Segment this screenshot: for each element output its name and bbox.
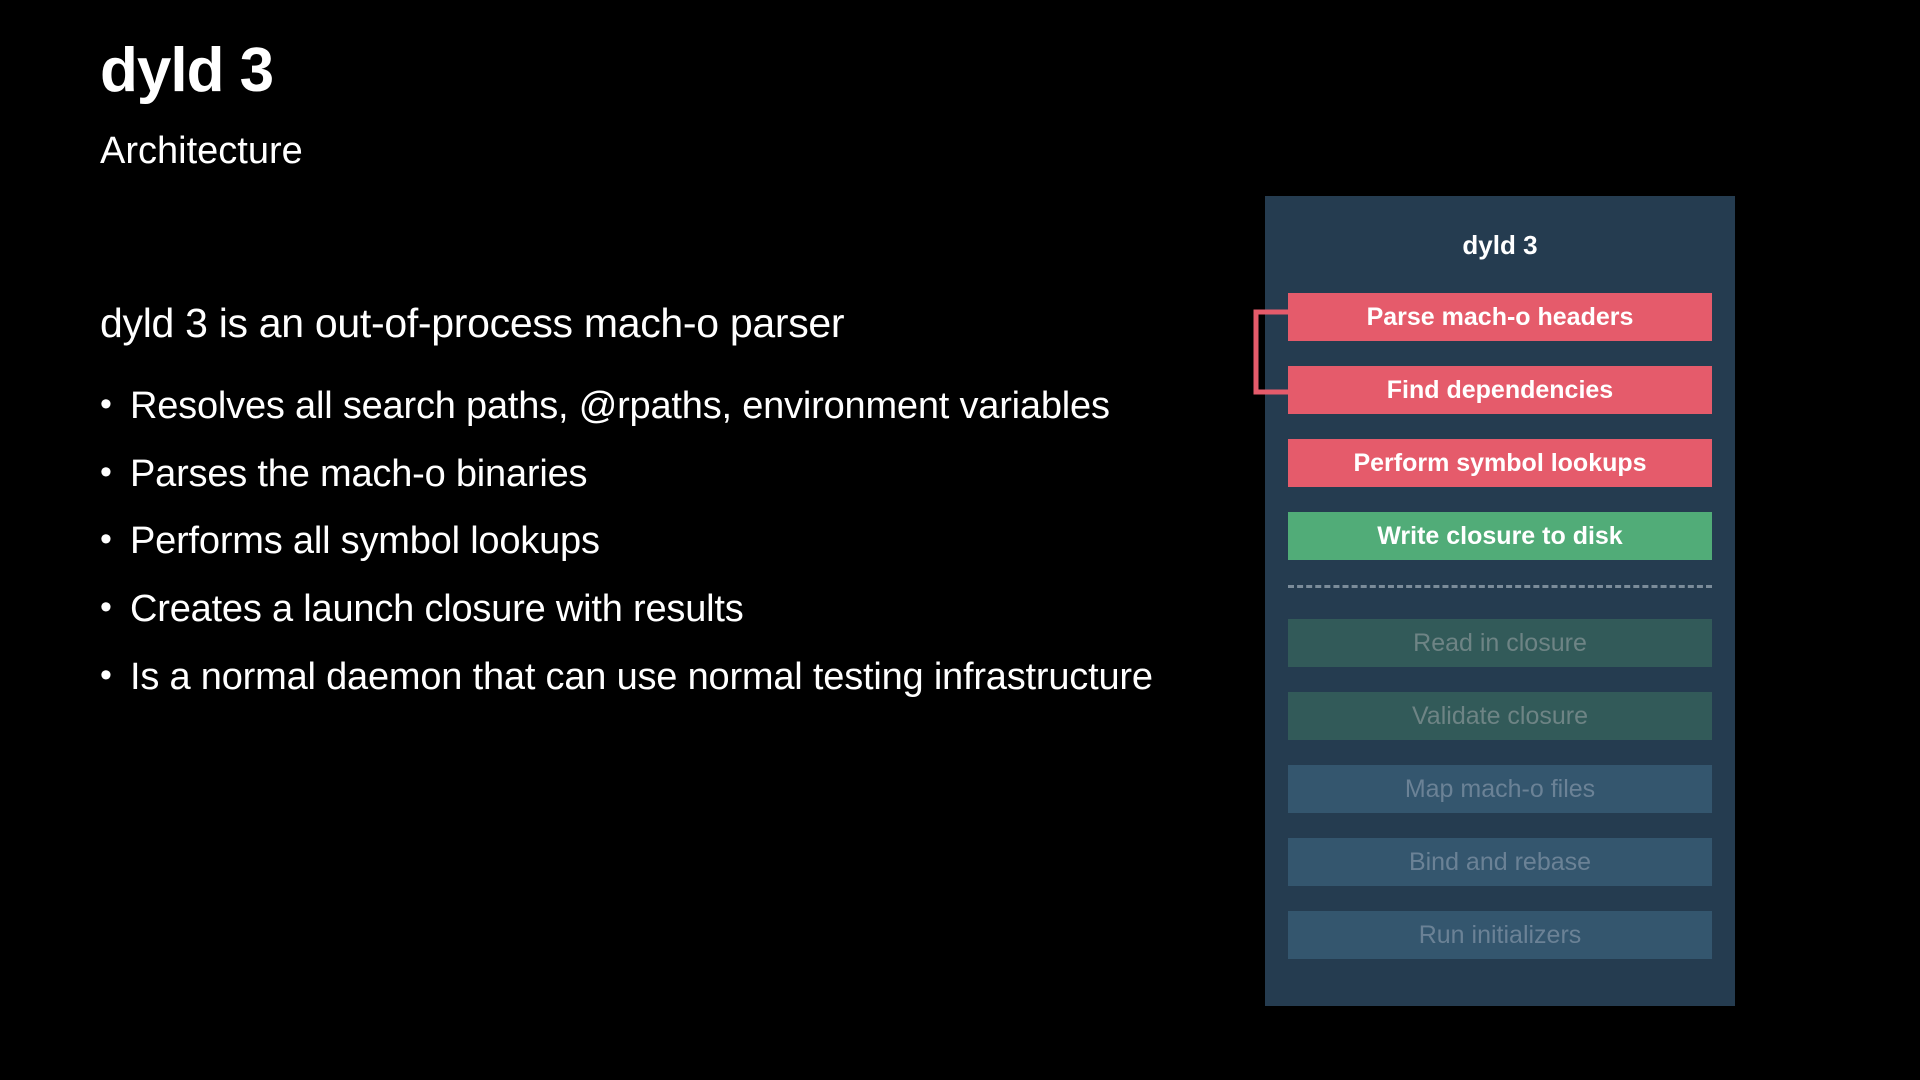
diagram-step-read-in-closure: Read in closure xyxy=(1288,619,1712,667)
list-item-label: Performs all symbol lookups xyxy=(130,520,600,563)
diagram-step-validate-closure: Validate closure xyxy=(1288,692,1712,740)
bullet-dot-icon: • xyxy=(100,520,112,559)
bullet-list: • Resolves all search paths, @rpaths, en… xyxy=(100,382,1190,720)
lead-paragraph: dyld 3 is an out-of-process mach-o parse… xyxy=(100,300,845,346)
list-item: • Resolves all search paths, @rpaths, en… xyxy=(100,382,1190,431)
diagram-step-list: Parse mach-o headers Find dependencies P… xyxy=(1288,293,1712,984)
diagram-step-find-dependencies: Find dependencies xyxy=(1288,366,1712,414)
diagram-divider xyxy=(1288,585,1712,588)
bullet-dot-icon: • xyxy=(100,385,112,423)
list-item-label: Is a normal daemon that can use normal t… xyxy=(130,655,1153,698)
dyld3-architecture-diagram: dyld 3 Parse mach-o headers Find depende… xyxy=(1265,196,1735,1006)
bullet-dot-icon: • xyxy=(100,452,112,491)
list-item-label: Resolves all search paths, @rpaths, envi… xyxy=(130,385,1110,427)
diagram-header: dyld 3 xyxy=(1462,230,1538,260)
list-item: • Is a normal daemon that can use normal… xyxy=(100,653,1190,702)
list-item: • Performs all symbol lookups xyxy=(100,517,1190,566)
list-item-label: Parses the mach-o binaries xyxy=(130,452,588,495)
diagram-step-perform-symbol-lookups: Perform symbol lookups xyxy=(1288,439,1712,487)
diagram-step-bind-and-rebase: Bind and rebase xyxy=(1288,838,1712,886)
page-subtitle: Architecture xyxy=(100,130,303,172)
page-title: dyld 3 xyxy=(100,36,274,105)
diagram-step-map-mach-o-files: Map mach-o files xyxy=(1288,765,1712,813)
bullet-dot-icon: • xyxy=(100,655,112,694)
diagram-step-parse-mach-o-headers: Parse mach-o headers xyxy=(1288,293,1712,341)
list-item-label: Creates a launch closure with results xyxy=(130,587,744,630)
bullet-dot-icon: • xyxy=(100,587,112,626)
list-item: • Parses the mach-o binaries xyxy=(100,450,1190,499)
diagram-step-run-initializers: Run initializers xyxy=(1288,911,1712,959)
list-item: • Creates a launch closure with results xyxy=(100,585,1190,634)
diagram-step-write-closure-to-disk: Write closure to disk xyxy=(1288,512,1712,560)
